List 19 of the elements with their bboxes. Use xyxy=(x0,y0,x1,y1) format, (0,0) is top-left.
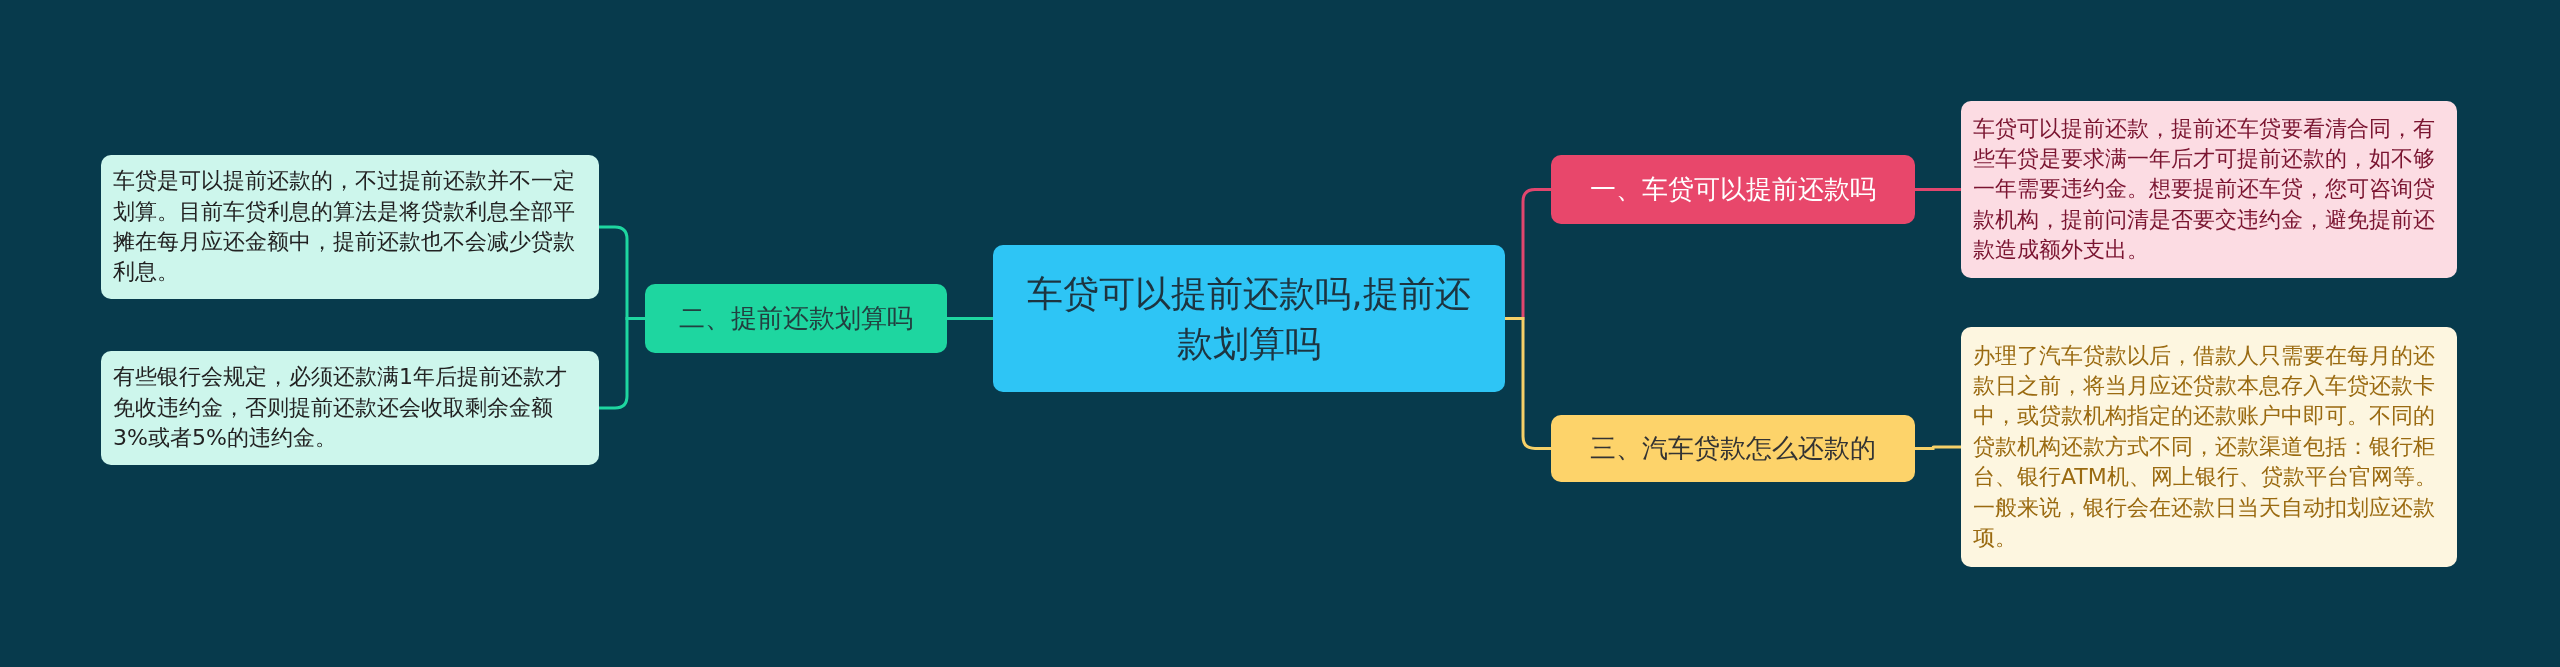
branch-topic-box xyxy=(1551,155,1915,224)
root-topic-box xyxy=(993,245,1505,392)
note-box xyxy=(101,155,599,299)
connector-line xyxy=(947,317,993,320)
branch-topic-box xyxy=(645,284,947,353)
note-text: 办理了汽车贷款以后，借款人只需要在每月的还款日之前，将当月应还贷款本息存入车贷还款卡中，或贷款机构指定的还款账户中即可。不同的贷款机构还款方式不同，还款渠道包括：银行柜台、银行ATM机、网上银行、贷款平台官网等。一般来说，银行会在还款日当天自动扣划应还款项。 xyxy=(1973,341,2438,552)
note-box xyxy=(101,351,599,465)
connector-line xyxy=(1915,445,1961,450)
note-box xyxy=(1961,327,2457,567)
topic-text: 一、车贷可以提前还款吗 xyxy=(1590,172,1876,206)
connector-line xyxy=(1915,188,1961,191)
note-text: 车贷可以提前还款，提前还车贷要看清合同，有些车贷是要求满一年后才可提前还款的，如不够一年需要违约金。想要提前还车贷，您可咨询贷款机构，提前问清是否要交违约金，避免提前还款造成额外支出。 xyxy=(1973,114,2436,265)
note-text: 车贷是可以提前还款的，不过提前还款并不一定划算。目前车贷利息的算法是将贷款利息全部平摊在每月应还金额中，提前还款也不会减少贷款利息。 xyxy=(113,167,576,287)
topic-text: 二、提前还款划算吗 xyxy=(679,301,913,335)
topic-text: 车贷可以提前还款吗,提前还款划算吗 xyxy=(1026,271,1472,366)
branch-topic-box xyxy=(1551,415,1915,482)
topic-text: 三、汽车贷款怎么还款的 xyxy=(1590,431,1876,465)
note-text: 有些银行会规定，必须还款满1年后提前还款才免收违约金，否则提前还款还会收取剩余金额3%或者5%的违约金。 xyxy=(113,363,568,453)
note-box xyxy=(1961,101,2457,278)
